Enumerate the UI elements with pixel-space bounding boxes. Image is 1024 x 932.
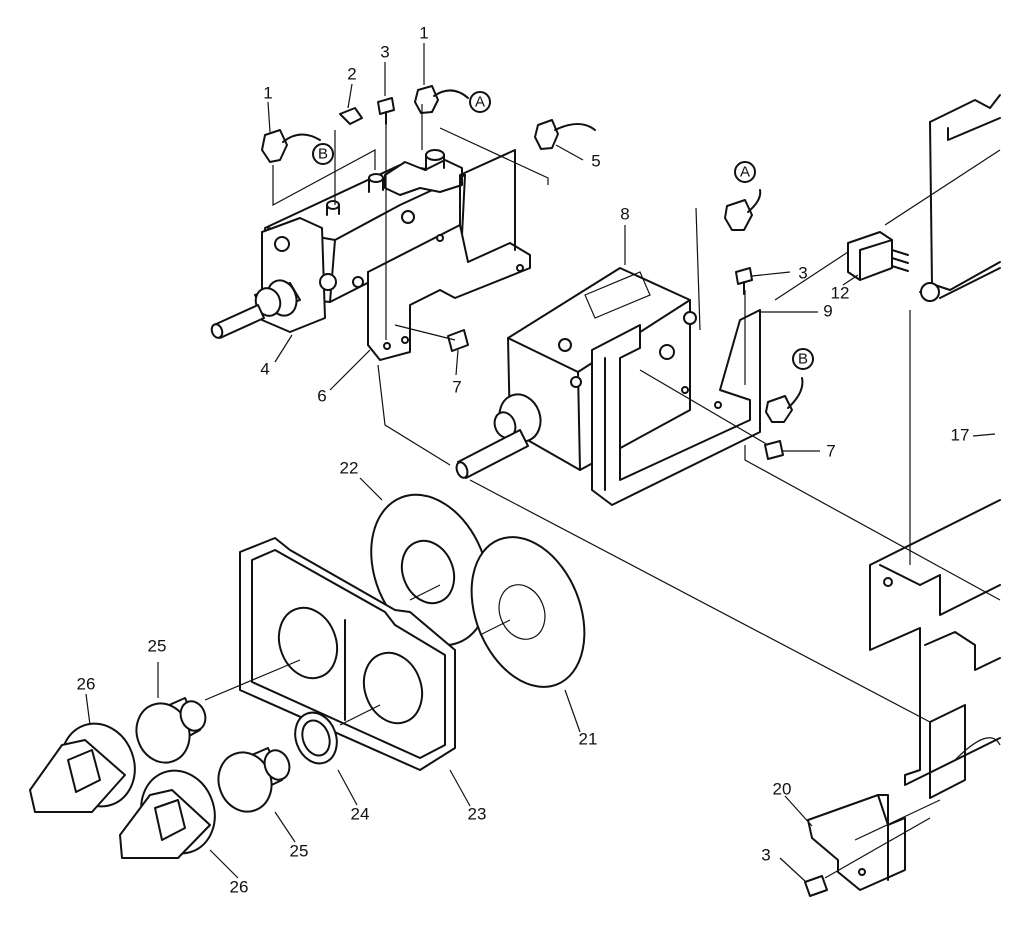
label-leaders <box>85 43 996 883</box>
svg-text:B: B <box>798 351 808 368</box>
control-unit-8 <box>455 267 697 479</box>
screw-3-center <box>735 267 753 295</box>
connector-1-left <box>261 129 321 163</box>
label-7-left: 7 <box>452 377 461 396</box>
bracket-6 <box>367 149 531 361</box>
svg-text:A: A <box>740 164 750 181</box>
label-8: 8 <box>620 204 629 223</box>
connector-5 <box>534 119 596 150</box>
label-25-bottom: 25 <box>290 841 309 860</box>
connector-A-center <box>724 189 762 231</box>
part-labels: 1 2 3 1 5 8 3 9 12 7 7 4 6 17 20 3 22 21… <box>77 23 970 896</box>
connector-ref-A-top: A <box>469 91 491 113</box>
knob-core-25-top <box>135 697 207 764</box>
label-6: 6 <box>317 386 326 405</box>
clip-2 <box>339 107 363 125</box>
label-20: 20 <box>773 779 792 798</box>
connector-plug-12 <box>847 231 909 281</box>
label-1-top: 1 <box>419 23 428 42</box>
label-26-top: 26 <box>77 674 96 693</box>
label-1-left: 1 <box>263 83 272 102</box>
label-22: 22 <box>340 458 359 477</box>
connector-ref-A-center: A <box>734 161 756 183</box>
label-3-center: 3 <box>798 263 807 282</box>
screw-7-center <box>764 440 784 460</box>
screw-3-top <box>377 97 395 125</box>
bracket-20 <box>807 794 906 891</box>
svg-text:A: A <box>475 94 485 111</box>
connector-ref-B-center: B <box>792 348 814 370</box>
label-23: 23 <box>468 804 487 823</box>
bracket-9 <box>591 309 761 506</box>
screw-3-bottom <box>804 875 828 897</box>
knob-26-bottom <box>119 769 216 859</box>
connector-1-top <box>414 85 469 114</box>
label-21: 21 <box>579 729 598 748</box>
label-25-top: 25 <box>148 636 167 655</box>
label-12: 12 <box>831 283 850 302</box>
label-4: 4 <box>260 359 269 378</box>
label-3-bottom: 3 <box>761 845 770 864</box>
screw-7-left <box>447 329 469 352</box>
label-5: 5 <box>591 151 600 170</box>
ring-24 <box>294 711 338 765</box>
label-24: 24 <box>351 804 370 823</box>
label-9: 9 <box>823 301 832 320</box>
label-3-top: 3 <box>380 42 389 61</box>
valve-assembly-left <box>210 149 466 339</box>
dial-plate-21 <box>470 536 586 688</box>
connector-B-center <box>765 377 804 423</box>
label-26-bottom: 26 <box>230 877 249 896</box>
label-17: 17 <box>951 425 970 444</box>
dial-plate-22 <box>370 493 490 647</box>
knob-core-25-bottom <box>217 747 291 813</box>
frame-17 <box>869 94 1001 799</box>
svg-text:B: B <box>318 146 328 163</box>
label-7-center: 7 <box>826 441 835 460</box>
alignment-lines <box>204 104 1001 879</box>
knob-26-top <box>29 722 136 813</box>
connector-ref-B-left: B <box>312 143 334 165</box>
label-2: 2 <box>347 64 356 83</box>
